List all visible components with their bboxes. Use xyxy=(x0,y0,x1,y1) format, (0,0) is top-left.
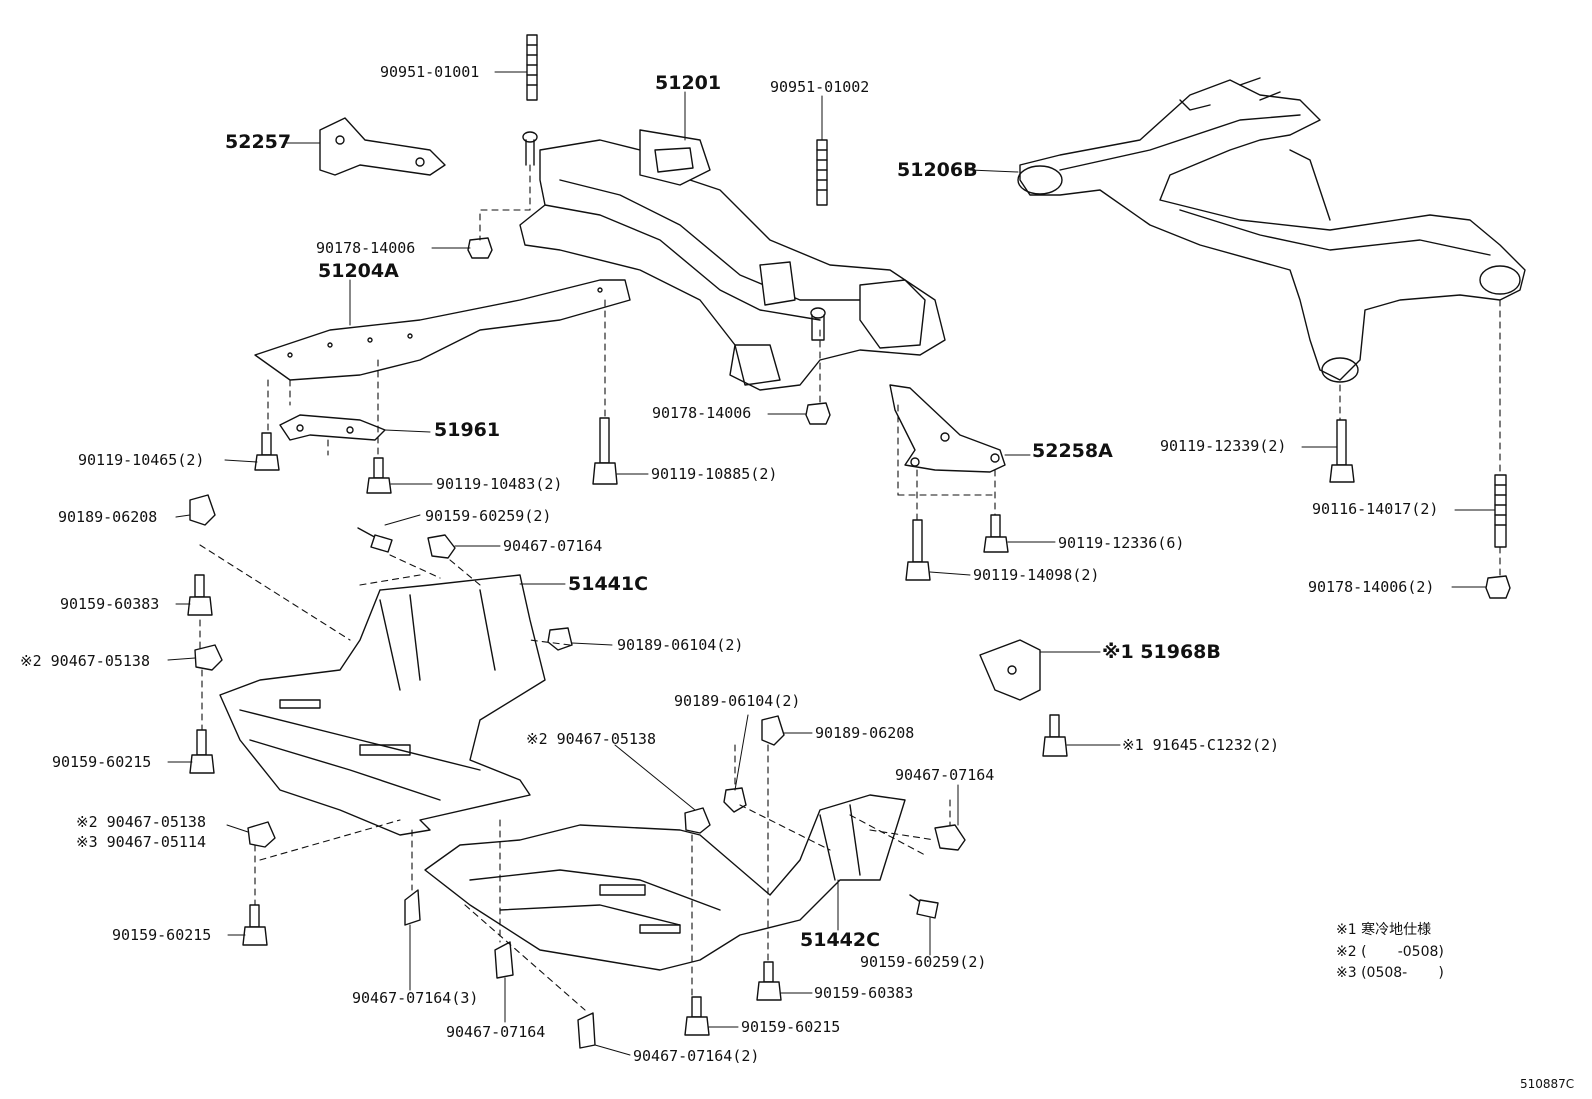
bolt-90119-14098 xyxy=(905,519,931,581)
label-51206b: 51206B xyxy=(897,159,978,181)
label-90951-01001: 90951-01001 xyxy=(380,63,480,81)
bolt-90159-60383-b xyxy=(756,961,782,1001)
clip-90189-06208-b xyxy=(761,715,785,746)
label-90467-07164-c: 90467-07164(3) xyxy=(352,989,479,1007)
label-51968b: ※1 51968B xyxy=(1102,641,1221,663)
label-90159-60383-a: 90159-60383 xyxy=(60,595,160,613)
label-90119-10885: 90119-10885(2) xyxy=(651,465,778,483)
label-52258a: 52258A xyxy=(1032,440,1113,462)
clip-90189-06104-a xyxy=(547,627,573,651)
label-90159-60259-a: 90159-60259(2) xyxy=(425,507,552,525)
label-90467-07164-a: 90467-07164 xyxy=(503,537,603,555)
clip-90467-07164-a xyxy=(427,534,456,559)
nut-90467-05138-b xyxy=(684,807,711,834)
label-90951-01002: 90951-01002 xyxy=(770,78,870,96)
clip-90189-06104-b xyxy=(723,787,747,813)
figure-id: 510887C xyxy=(1520,1077,1575,1091)
bolt-90119-12336 xyxy=(983,514,1009,553)
label-90467-05138-c: ※2 90467-05138 xyxy=(76,813,206,831)
label-90119-10465: 90119-10465(2) xyxy=(78,451,205,469)
clip-90467-07164-e xyxy=(577,1012,596,1049)
label-90119-14098: 90119-14098(2) xyxy=(973,566,1100,584)
assembly-guide-lines xyxy=(199,164,1501,1011)
label-51201: 51201 xyxy=(655,72,722,94)
bolt-91645 xyxy=(1042,714,1068,757)
label-90159-60215-a: 90159-60215 xyxy=(52,753,152,771)
note-cold-climate: ※1 寒冷地仕様 xyxy=(1336,922,1432,938)
stud-90116-14017 xyxy=(1494,474,1507,548)
brace-52257 xyxy=(319,117,446,176)
label-90467-05138-a: ※2 90467-05138 xyxy=(20,652,150,670)
bolt-90159-60215-c xyxy=(684,996,710,1036)
bolt-90159-60383-a xyxy=(187,574,213,616)
label-52257: 52257 xyxy=(225,131,292,153)
bracket-52258a xyxy=(889,384,1006,473)
label-90119-12336: 90119-12336(6) xyxy=(1058,534,1185,552)
bolt-90119-10483 xyxy=(366,457,392,494)
label-90467-05138-b: ※2 90467-05138 xyxy=(526,730,656,748)
label-90116-14017: 90116-14017(2) xyxy=(1312,500,1439,518)
under-cover-51442c xyxy=(424,794,906,971)
bolt-90119-10885 xyxy=(592,417,618,485)
under-cover-51441c xyxy=(219,574,546,836)
label-51441c: 51441C xyxy=(568,573,649,595)
clip-90467-07164-d xyxy=(494,941,514,979)
label-90467-05114: ※3 90467-05114 xyxy=(76,833,206,851)
nut-90467-05138-c xyxy=(247,821,276,848)
bolt-90159-60259-a xyxy=(357,527,393,553)
label-91645-c1232: ※1 91645-C1232(2) xyxy=(1122,736,1280,754)
rear-member-51206b xyxy=(1017,77,1526,383)
label-90189-06208-b: 90189-06208 xyxy=(815,724,915,742)
plate-51204a xyxy=(254,279,631,381)
label-51442c: 51442C xyxy=(800,929,881,951)
label-90189-06104-b: 90189-06104(2) xyxy=(674,692,801,710)
nut-90178-a xyxy=(467,237,493,259)
label-90467-07164-d: 90467-07164 xyxy=(446,1023,546,1041)
label-90159-60383-b: 90159-60383 xyxy=(814,984,914,1002)
stud-90951-01002 xyxy=(816,139,828,206)
clip-90467-07164-c xyxy=(404,889,421,926)
bolt-90119-10465 xyxy=(254,432,280,471)
bolt-90119-12339 xyxy=(1329,419,1355,483)
label-90467-07164-e: 90467-07164(2) xyxy=(633,1047,760,1065)
clip-90467-07164-b xyxy=(934,824,966,851)
nut-90178-c xyxy=(1485,575,1511,599)
label-90119-12339: 90119-12339(2) xyxy=(1160,437,1287,455)
note-until-0508: ※2 ( -0508) xyxy=(1336,944,1444,960)
label-90178-14006-c: 90178-14006(2) xyxy=(1308,578,1435,596)
label-90178-14006-a: 90178-14006 xyxy=(316,239,416,257)
label-51204a: 51204A xyxy=(318,260,399,282)
bolt-90159-60259-b xyxy=(909,894,939,919)
label-90467-07164-b: 90467-07164 xyxy=(895,766,995,784)
bolt-90159-60215-b xyxy=(242,904,268,946)
label-90189-06104-a: 90189-06104(2) xyxy=(617,636,744,654)
label-51961: 51961 xyxy=(434,419,501,441)
bracket-51968b xyxy=(979,639,1041,701)
nut-90467-05138-a xyxy=(194,644,223,671)
label-90159-60215-c: 90159-60215 xyxy=(741,1018,841,1036)
bolt-90159-60215-a xyxy=(189,729,215,774)
nut-90178-b xyxy=(805,402,831,425)
label-90119-10483: 90119-10483(2) xyxy=(436,475,563,493)
clip-90189-06208-a xyxy=(189,494,216,526)
label-90189-06208-a: 90189-06208 xyxy=(58,508,158,526)
stud-90951-01001 xyxy=(526,34,538,101)
label-90159-60215-b: 90159-60215 xyxy=(112,926,212,944)
label-90159-60259-b: 90159-60259(2) xyxy=(860,953,987,971)
leader-lines xyxy=(167,71,1496,1056)
bracket-51961 xyxy=(279,414,386,441)
note-from-0508: ※3 (0508- ) xyxy=(1336,965,1444,981)
front-crossmember-51201 xyxy=(519,129,946,391)
label-90178-14006-b: 90178-14006 xyxy=(652,404,752,422)
